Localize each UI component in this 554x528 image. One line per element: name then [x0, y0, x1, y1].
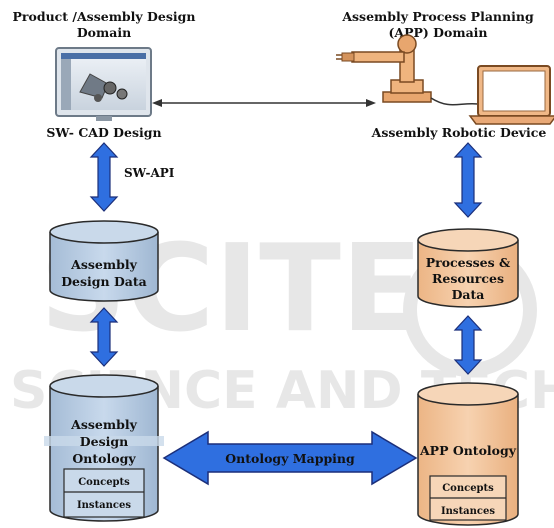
assembly-ontology-line2: Design	[80, 434, 128, 449]
cad-design-label: SW- CAD Design	[46, 125, 161, 140]
process-data-ontology-arrow	[453, 315, 483, 375]
robot-data-arrow	[453, 142, 483, 218]
assembly-ontology-line1: Assembly	[70, 417, 137, 432]
robot-arm-icon	[336, 34, 432, 103]
assembly-concepts-label: Concepts	[78, 477, 130, 488]
sw-api-label: SW-API	[124, 166, 175, 180]
right-domain-title-line2: (APP) Domain	[388, 25, 487, 40]
assembly-ontology-line3: Ontology	[72, 451, 136, 466]
app-instances-label: Instances	[441, 506, 495, 517]
cad-robot-link-arrow	[152, 99, 376, 107]
robotic-device-label: Assembly Robotic Device	[371, 125, 547, 140]
left-domain-title-line1: Product /Assembly Design	[13, 9, 196, 24]
assembly-design-data-line1: Assembly	[70, 257, 137, 272]
ontology-mapping-label: Ontology Mapping	[225, 451, 355, 466]
assembly-instances-label: Instances	[77, 500, 131, 511]
process-resources-data-store	[417, 228, 519, 308]
app-concepts-label: Concepts	[442, 483, 494, 494]
left-domain-title-line2: Domain	[77, 25, 131, 40]
assembly-design-ontology	[44, 374, 164, 522]
process-resources-line1: Processes &	[426, 255, 511, 270]
app-ontology-title: APP Ontology	[419, 443, 517, 458]
process-resources-line3: Data	[452, 287, 485, 302]
laptop-icon	[430, 65, 554, 125]
process-resources-line2: Resources	[432, 271, 504, 286]
ontology-mapping-arrow	[162, 430, 418, 486]
design-data-ontology-arrow	[89, 307, 119, 367]
cad-monitor-icon	[55, 47, 152, 121]
assembly-design-data-line2: Design Data	[61, 274, 147, 289]
right-domain-title-line1: Assembly Process Planning	[341, 9, 534, 24]
assembly-design-data-store	[49, 220, 159, 302]
sw-api-arrow	[89, 142, 119, 212]
app-ontology	[417, 382, 519, 526]
